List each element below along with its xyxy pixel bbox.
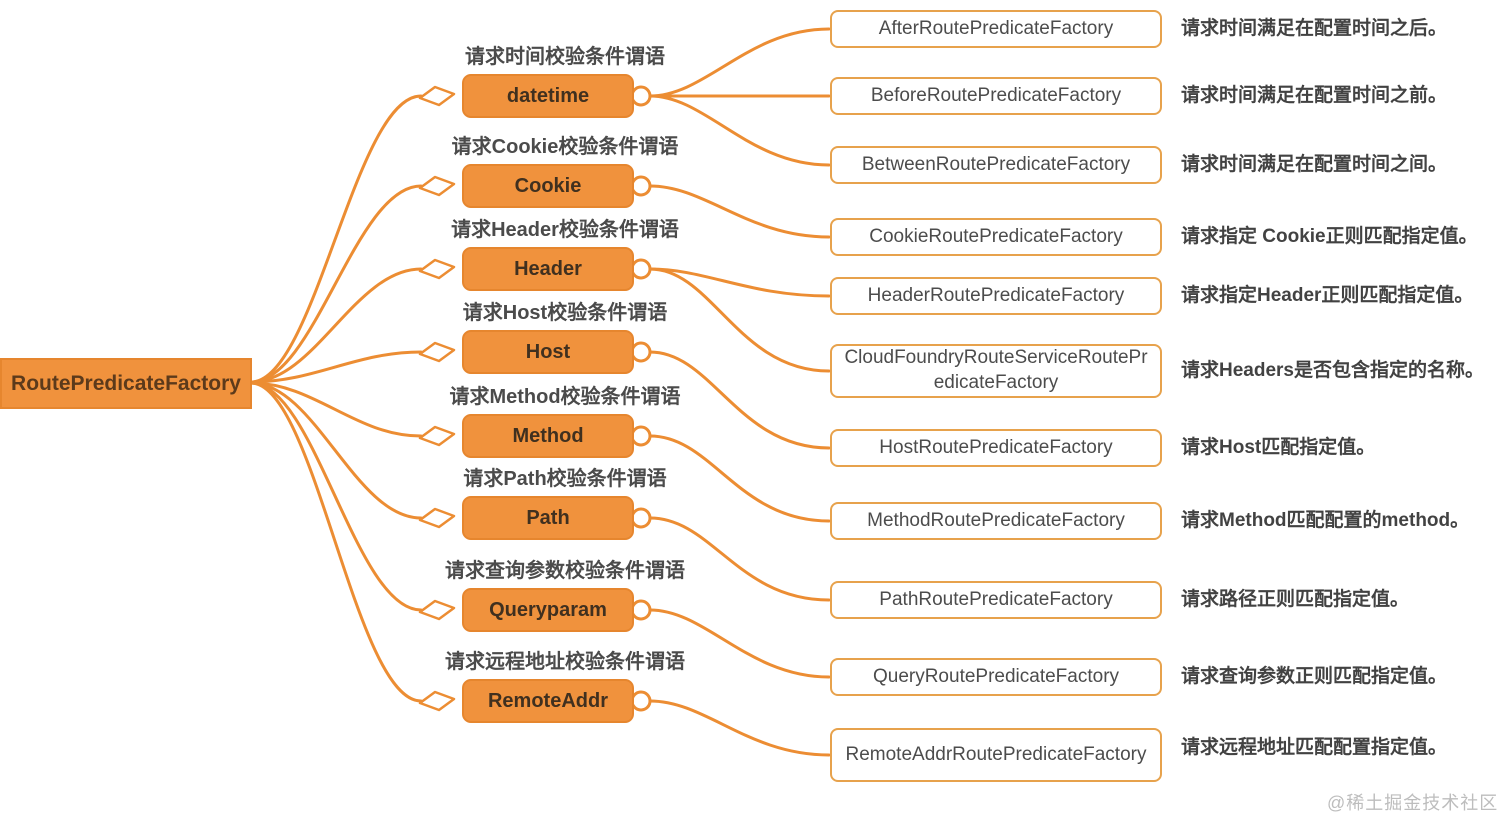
leaf-node-path-route-predicate-factory[interactable]: PathRoutePredicateFactory bbox=[830, 581, 1162, 619]
watermark: @稀土掘金技术社区 bbox=[1327, 793, 1499, 813]
edge-line bbox=[249, 350, 423, 384]
diamond-connector-icon bbox=[418, 507, 456, 529]
circle-connector-icon bbox=[630, 425, 652, 447]
branch-caption-path: 请求Path校验条件谓语 bbox=[463, 468, 667, 490]
branch-node-cookie[interactable]: Cookie bbox=[462, 164, 634, 208]
leaf-description-remoteaddr: 请求远程地址匹配配置指定值。 bbox=[1181, 737, 1448, 758]
circle-connector-icon bbox=[630, 690, 652, 712]
diamond-connector-icon bbox=[418, 599, 456, 621]
edge-line bbox=[249, 381, 423, 703]
leaf-description-host: 请求Host匹配指定值。 bbox=[1181, 437, 1376, 458]
circle-connector-icon bbox=[630, 599, 652, 621]
leaf-description-cloudfoundry: 请求Headers是否包含指定的名称。 bbox=[1181, 360, 1484, 381]
edge-line bbox=[648, 350, 831, 450]
diamond-connector-icon bbox=[418, 425, 456, 447]
edge-line bbox=[249, 267, 423, 384]
branch-caption-queryparam: 请求查询参数校验条件谓语 bbox=[445, 560, 685, 582]
branch-node-datetime[interactable]: datetime bbox=[462, 74, 634, 118]
leaf-node-header-route-predicate-factory[interactable]: HeaderRoutePredicateFactory bbox=[830, 277, 1162, 315]
leaf-node-after-route-predicate-factory[interactable]: AfterRoutePredicateFactory bbox=[830, 10, 1162, 48]
leaf-description-method: 请求Method匹配配置的method。 bbox=[1181, 510, 1470, 531]
leaf-node-cloudfoundry-route-predicate-factory[interactable]: CloudFoundryRouteServiceRoutePredicateFa… bbox=[830, 344, 1162, 398]
edge-line bbox=[249, 381, 423, 520]
leaf-description-cookie: 请求指定 Cookie正则匹配指定值。 bbox=[1181, 226, 1478, 247]
circle-connector-icon bbox=[630, 258, 652, 280]
edge-line bbox=[249, 381, 423, 438]
diamond-connector-icon bbox=[418, 690, 456, 712]
leaf-node-query-route-predicate-factory[interactable]: QueryRoutePredicateFactory bbox=[830, 658, 1162, 696]
edge-line bbox=[249, 184, 423, 384]
branch-node-method[interactable]: Method bbox=[462, 414, 634, 458]
leaf-description-before: 请求时间满足在配置时间之前。 bbox=[1181, 85, 1448, 106]
circle-connector-icon bbox=[630, 507, 652, 529]
branch-node-queryparam[interactable]: Queryparam bbox=[462, 588, 634, 632]
branch-caption-header: 请求Header校验条件谓语 bbox=[451, 219, 679, 241]
circle-connector-icon bbox=[630, 175, 652, 197]
circle-connector-icon bbox=[630, 85, 652, 107]
leaf-description-between: 请求时间满足在配置时间之间。 bbox=[1181, 154, 1448, 175]
edge-line bbox=[249, 381, 423, 612]
branch-caption-remoteaddr: 请求远程地址校验条件谓语 bbox=[445, 651, 685, 673]
branch-caption-datetime: 请求时间校验条件谓语 bbox=[465, 46, 665, 68]
branch-caption-host: 请求Host校验条件谓语 bbox=[462, 302, 668, 324]
branch-node-remoteaddr[interactable]: RemoteAddr bbox=[462, 679, 634, 723]
edge-line bbox=[648, 267, 831, 298]
branch-caption-method: 请求Method校验条件谓语 bbox=[449, 386, 681, 408]
leaf-node-cookie-route-predicate-factory[interactable]: CookieRoutePredicateFactory bbox=[830, 218, 1162, 256]
leaf-node-method-route-predicate-factory[interactable]: MethodRoutePredicateFactory bbox=[830, 502, 1162, 540]
leaf-description-query: 请求查询参数正则匹配指定值。 bbox=[1181, 666, 1448, 687]
diamond-connector-icon bbox=[418, 85, 456, 107]
edge-line bbox=[648, 94, 831, 167]
edge-line bbox=[648, 267, 831, 373]
branch-node-header[interactable]: Header bbox=[462, 247, 634, 291]
diamond-connector-icon bbox=[418, 341, 456, 363]
edge-line bbox=[648, 184, 831, 239]
edge-line bbox=[648, 608, 831, 679]
leaf-node-remoteaddr-route-predicate-factory[interactable]: RemoteAddrRoutePredicateFactory bbox=[830, 728, 1162, 782]
edge-line bbox=[648, 434, 831, 523]
leaf-description-after: 请求时间满足在配置时间之后。 bbox=[1181, 18, 1448, 39]
leaf-description-header: 请求指定Header正则匹配指定值。 bbox=[1181, 285, 1474, 306]
branch-caption-cookie: 请求Cookie校验条件谓语 bbox=[451, 136, 679, 158]
leaf-node-host-route-predicate-factory[interactable]: HostRoutePredicateFactory bbox=[830, 429, 1162, 467]
root-node[interactable]: RoutePredicateFactory bbox=[0, 358, 252, 409]
branch-node-path[interactable]: Path bbox=[462, 496, 634, 540]
leaf-description-path: 请求路径正则匹配指定值。 bbox=[1181, 589, 1410, 610]
diamond-connector-icon bbox=[418, 258, 456, 280]
edge-line bbox=[648, 27, 831, 98]
edge-line bbox=[648, 699, 831, 757]
edge-line bbox=[648, 516, 831, 602]
diamond-connector-icon bbox=[418, 175, 456, 197]
branch-node-host[interactable]: Host bbox=[462, 330, 634, 374]
leaf-node-between-route-predicate-factory[interactable]: BetweenRoutePredicateFactory bbox=[830, 146, 1162, 184]
edge-line bbox=[249, 94, 423, 384]
leaf-node-before-route-predicate-factory[interactable]: BeforeRoutePredicateFactory bbox=[830, 77, 1162, 115]
circle-connector-icon bbox=[630, 341, 652, 363]
